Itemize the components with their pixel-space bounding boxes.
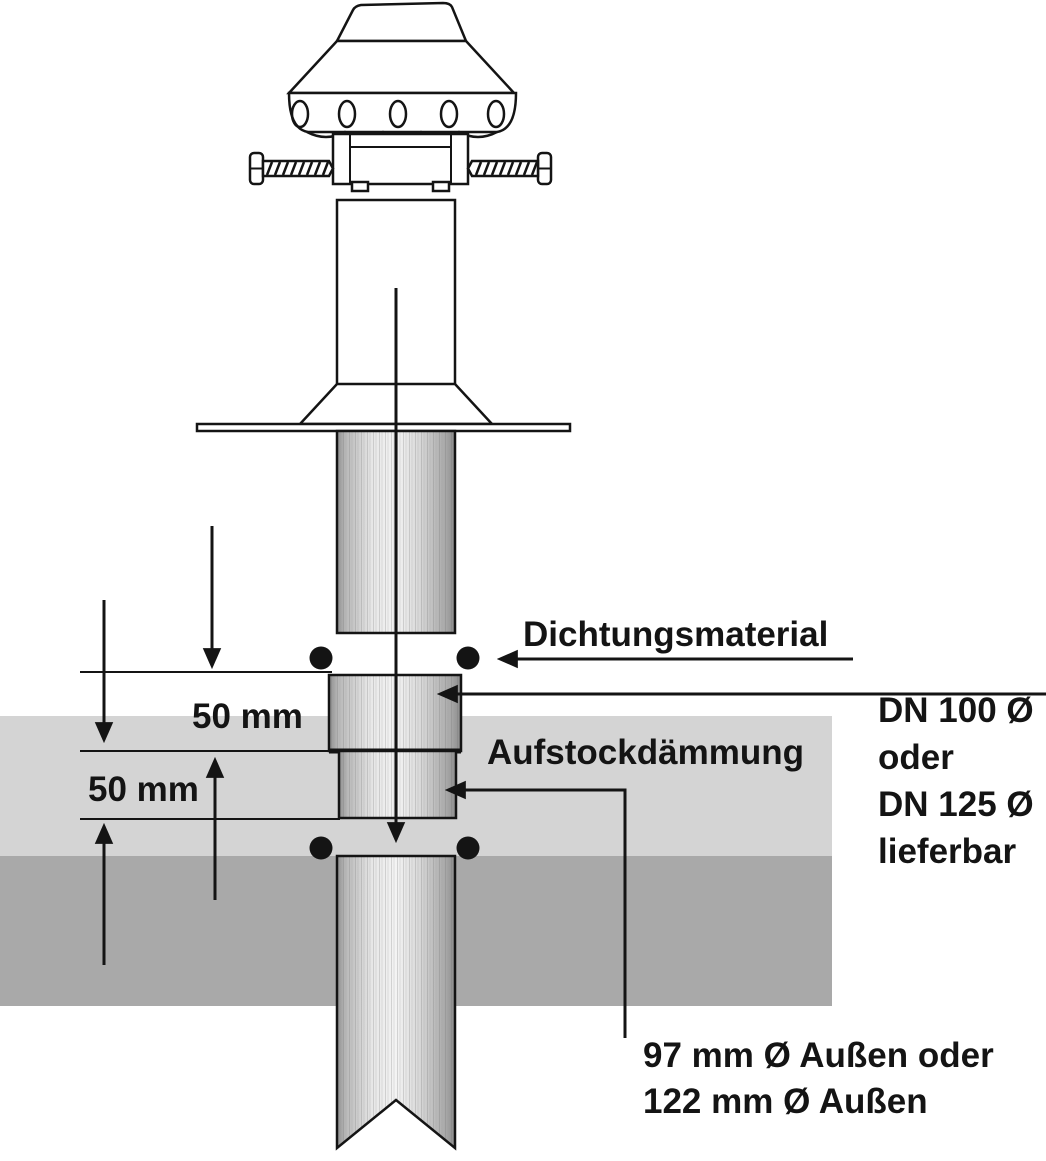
seal-dot-lower-right bbox=[456, 836, 480, 860]
left-screw-icon bbox=[248, 151, 335, 186]
roof-flange bbox=[195, 382, 572, 433]
right-screw-icon bbox=[466, 151, 553, 186]
label-outer-diameter-1: 97 mm Ø Außen oder bbox=[643, 1036, 994, 1075]
seal-dot-upper-left bbox=[309, 646, 333, 670]
seal-dot-upper-right bbox=[456, 646, 480, 670]
label-dn-option-4: lieferbar bbox=[878, 832, 1016, 871]
label-dn-option-2: oder bbox=[878, 738, 954, 777]
label-dimension-upper: 50 mm bbox=[192, 697, 303, 736]
label-dimension-lower: 50 mm bbox=[88, 770, 199, 809]
label-dn-option-1: DN 100 Ø bbox=[878, 691, 1034, 730]
leader-outer-diameter bbox=[444, 780, 627, 1038]
seal-dot-lower-left bbox=[309, 836, 333, 860]
lower-pipe bbox=[335, 854, 457, 1151]
label-dn-option-3: DN 125 Ø bbox=[878, 785, 1034, 824]
label-outer-diameter-2: 122 mm Ø Außen bbox=[643, 1082, 928, 1121]
label-top-insulation: Aufstockdämmung bbox=[487, 733, 804, 772]
label-sealing-material: Dichtungsmaterial bbox=[523, 615, 828, 654]
vent-cap bbox=[286, 1, 518, 193]
